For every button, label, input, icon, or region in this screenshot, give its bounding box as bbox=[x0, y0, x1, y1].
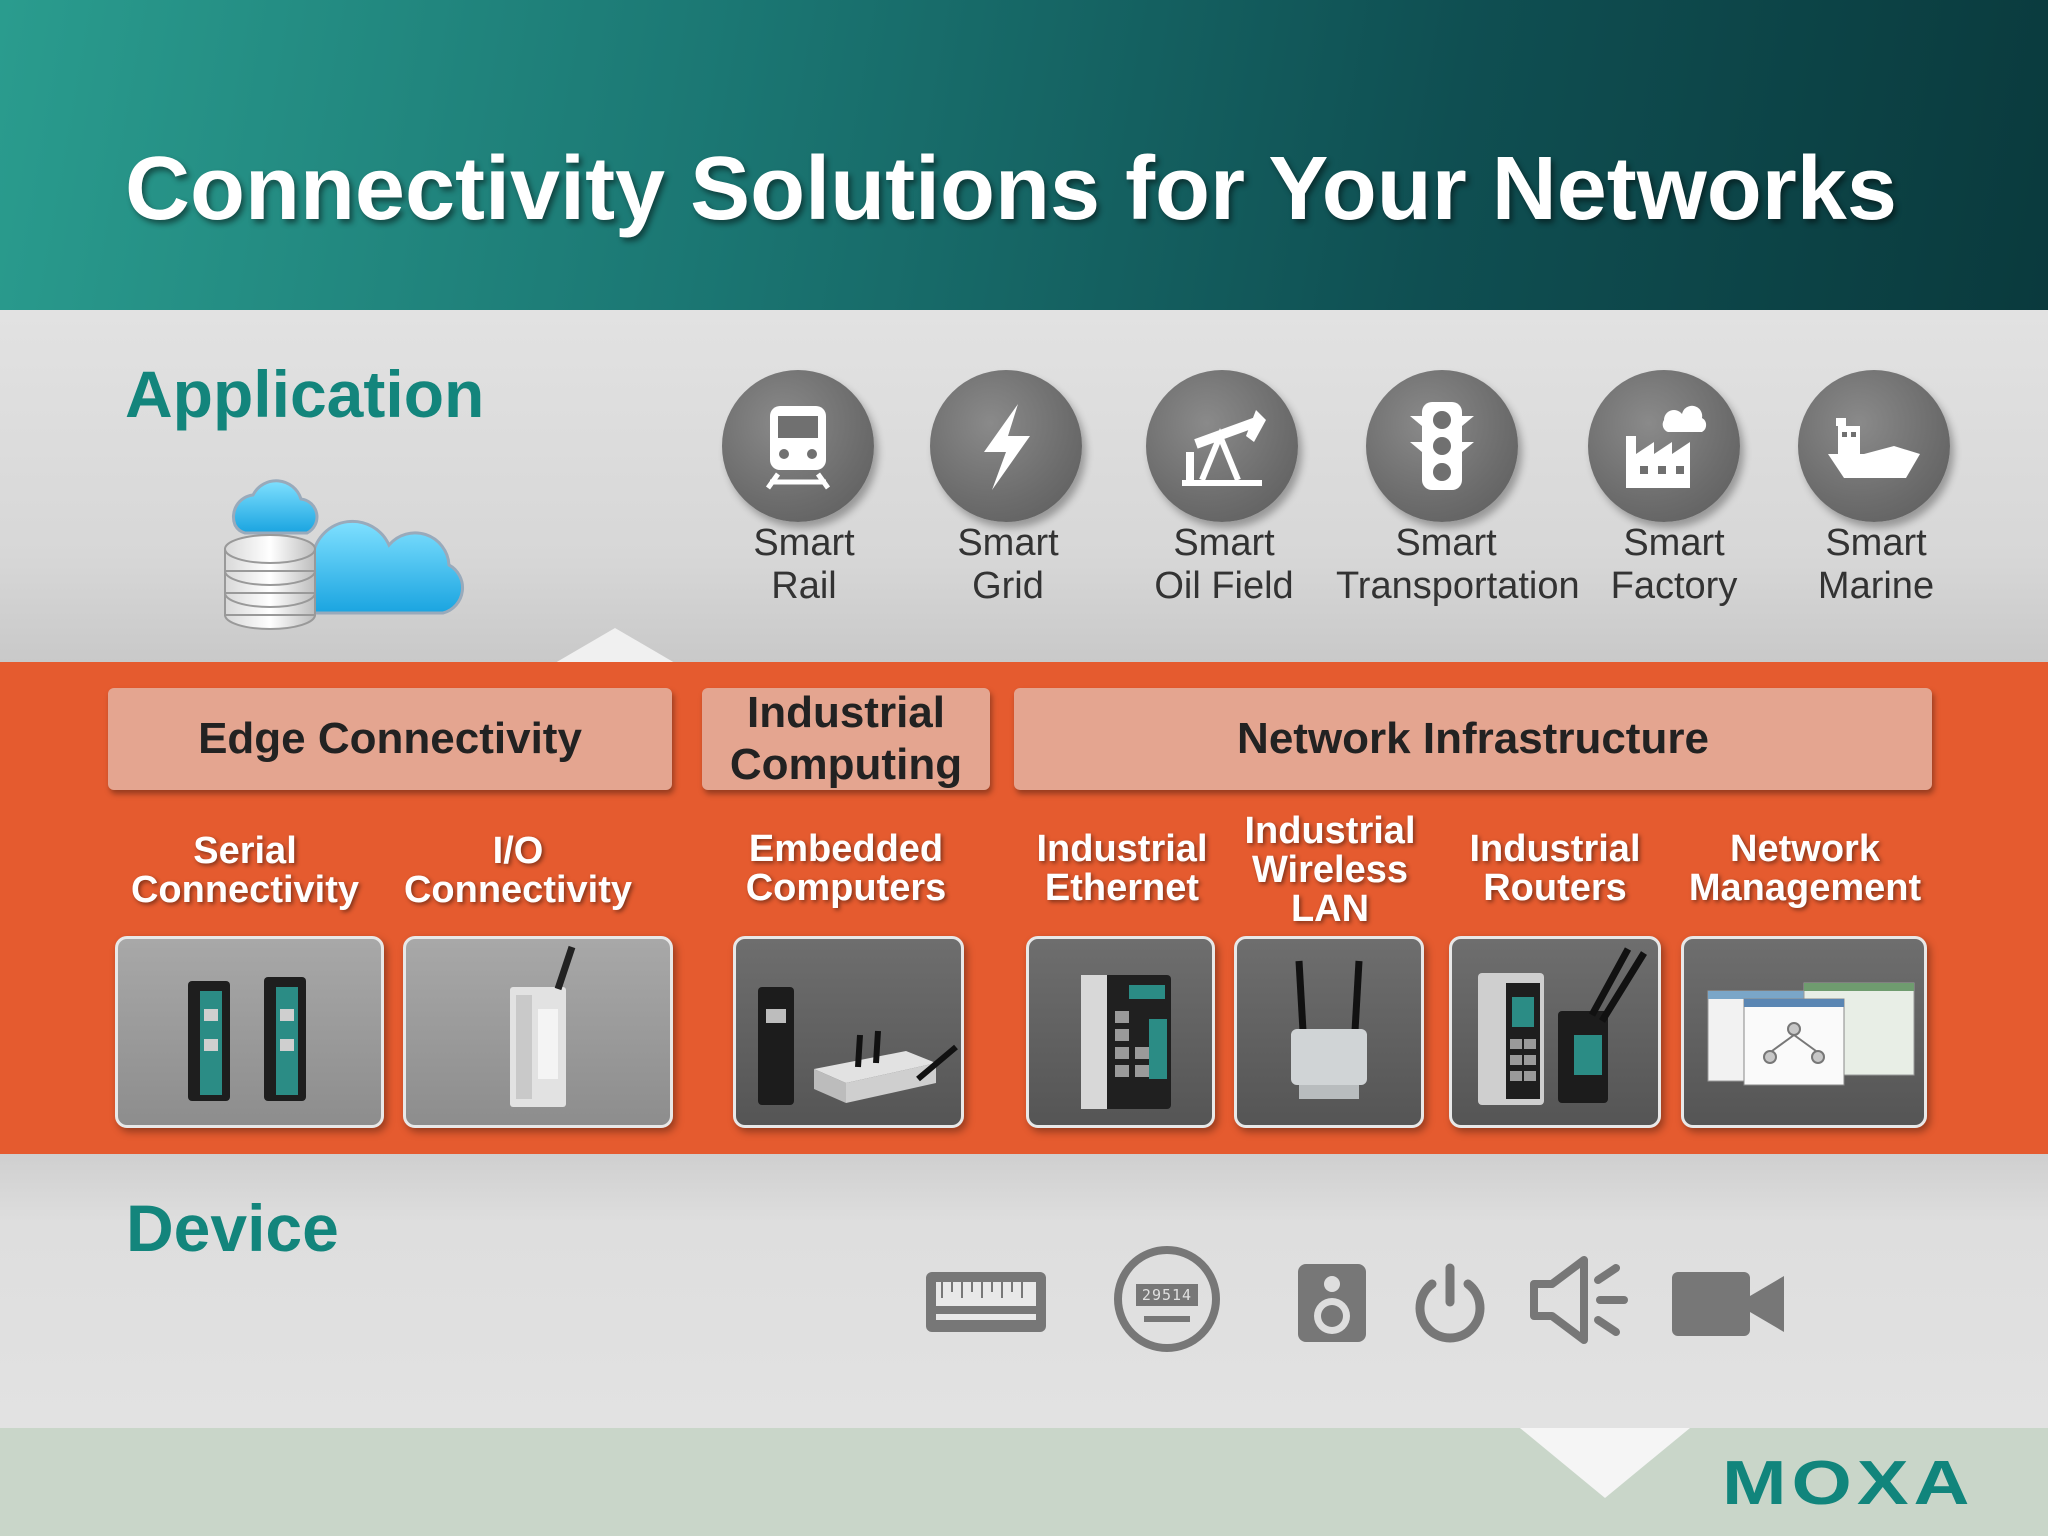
io-device-tile bbox=[403, 936, 673, 1128]
wireless-lan-tile bbox=[1234, 936, 1424, 1128]
app-label-factory: Smart Factory bbox=[1610, 522, 1738, 607]
serial-device-image bbox=[188, 977, 306, 1101]
serial-device-tile bbox=[115, 936, 384, 1128]
sub-network-management: Network Management bbox=[1688, 828, 1922, 909]
moxa-logo: MOXA bbox=[1722, 1449, 1975, 1518]
sub-industrial-wireless-lan: Industrial Wireless LAN bbox=[1244, 810, 1416, 930]
app-label-marine: Smart Marine bbox=[1817, 522, 1935, 607]
io-device-image bbox=[510, 945, 576, 1107]
app-label-rail: Smart Rail bbox=[753, 522, 855, 607]
app-label-transportation: Smart Transportation bbox=[1336, 522, 1580, 607]
sub-embedded-computers: Embedded Computers bbox=[745, 828, 947, 909]
volume-icon bbox=[1530, 1256, 1628, 1344]
sub-industrial-ethernet: Industrial Ethernet bbox=[1036, 828, 1208, 909]
meter-bar bbox=[1144, 1316, 1190, 1322]
industrial-router-tile bbox=[1449, 936, 1661, 1128]
industrial-ethernet-tile bbox=[1026, 936, 1215, 1128]
app-label-oil-field: Smart Oil Field bbox=[1154, 522, 1294, 607]
power-icon bbox=[1415, 1263, 1485, 1343]
router-image bbox=[1478, 947, 1647, 1105]
access-point-image bbox=[1291, 960, 1367, 1099]
ship-icon bbox=[1798, 370, 1950, 522]
page-title: Connectivity Solutions for Your Networks bbox=[125, 139, 1897, 239]
video-camera-icon bbox=[1672, 1272, 1784, 1336]
footer-arrow-shape bbox=[1520, 1428, 1690, 1498]
embedded-computer-image bbox=[758, 987, 958, 1105]
ruler-sensor-icon bbox=[926, 1272, 1046, 1332]
footer-band bbox=[0, 1428, 2048, 1536]
app-label-grid: Smart Grid bbox=[957, 522, 1059, 607]
embedded-computer-tile bbox=[733, 936, 964, 1128]
header-banner bbox=[0, 0, 2048, 310]
cloud-database-icon bbox=[224, 479, 465, 630]
oil-pump-icon bbox=[1146, 370, 1298, 522]
speaker-icon bbox=[1298, 1264, 1366, 1342]
category-industrial-computing: Industrial Computing bbox=[702, 688, 990, 790]
network-management-tile bbox=[1681, 936, 1927, 1128]
train-icon bbox=[722, 370, 874, 522]
sub-industrial-routers: Industrial Routers bbox=[1469, 828, 1641, 909]
category-edge-connectivity: Edge Connectivity bbox=[108, 688, 672, 790]
sub-io-connectivity: I/O Connectivity bbox=[403, 830, 633, 911]
up-arrow-shape bbox=[555, 628, 675, 663]
sub-serial-connectivity: Serial Connectivity bbox=[130, 830, 360, 911]
application-label: Application bbox=[125, 357, 485, 431]
meter-digits: 29514 bbox=[1136, 1284, 1198, 1306]
traffic-light-icon bbox=[1366, 370, 1518, 522]
category-network-infrastructure: Network Infrastructure bbox=[1014, 688, 1932, 790]
factory-icon bbox=[1588, 370, 1740, 522]
lightning-icon bbox=[930, 370, 1082, 522]
software-screenshot-image bbox=[1707, 982, 1915, 1086]
meter-icon: 29514 bbox=[1114, 1246, 1220, 1352]
device-label: Device bbox=[126, 1191, 339, 1265]
switch-image bbox=[1081, 975, 1171, 1109]
